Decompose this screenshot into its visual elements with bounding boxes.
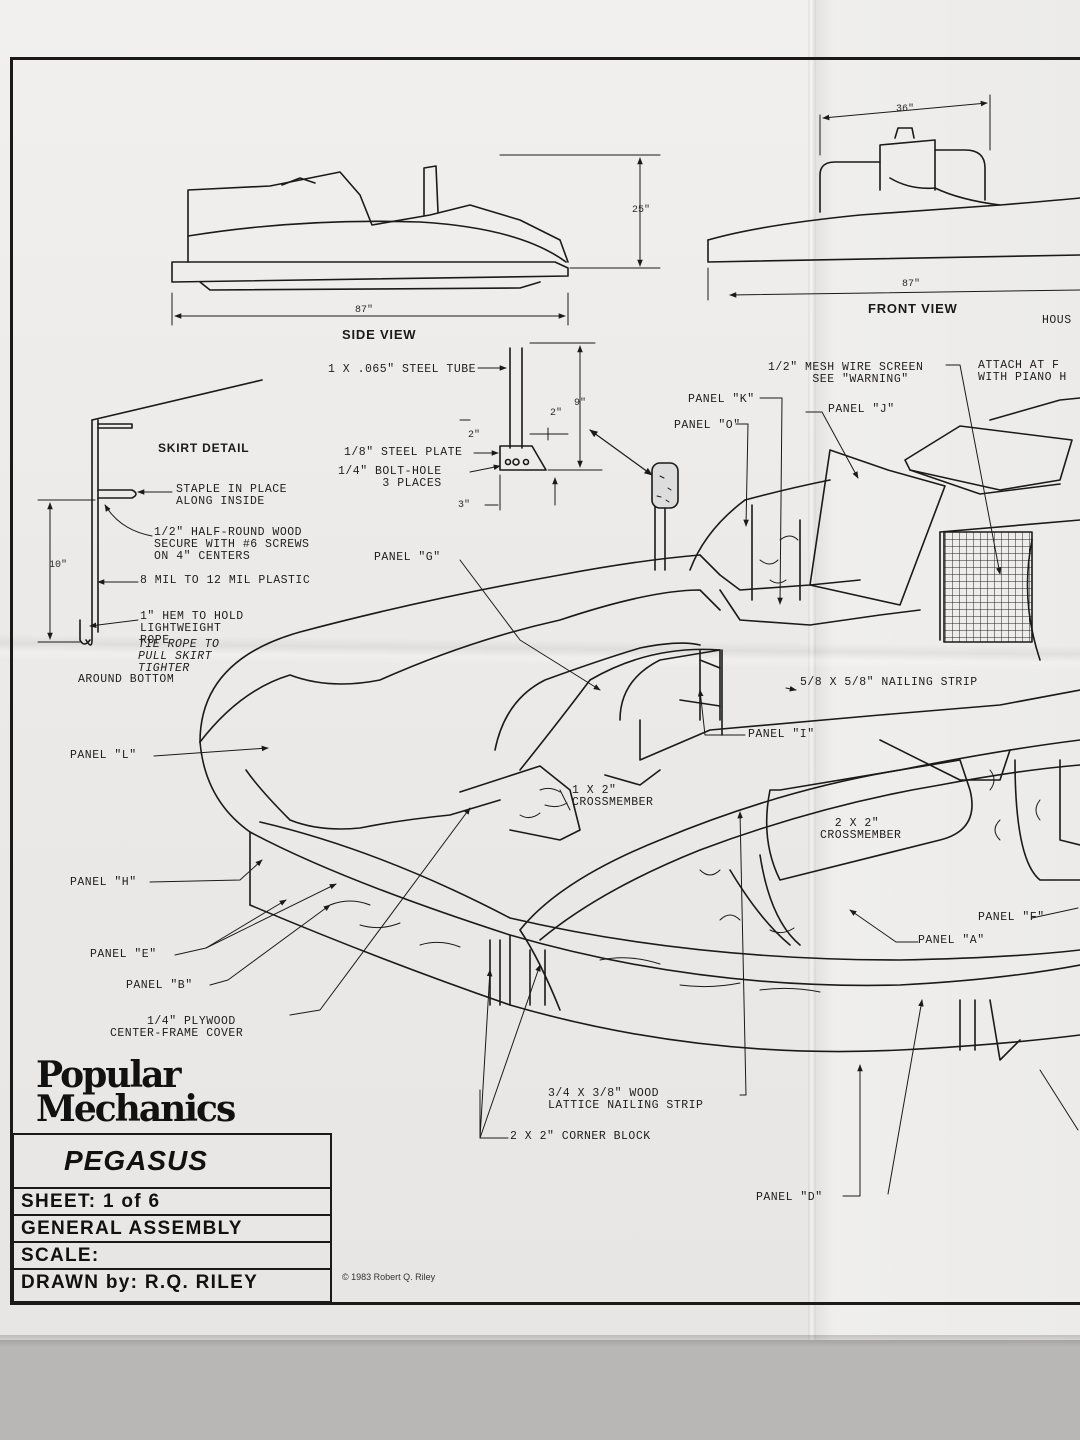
hull-isometric-drawing: [199, 397, 1080, 1061]
wood-grain: [329, 535, 1041, 993]
label-panel-k: PANEL "K": [688, 393, 755, 406]
sheet-shadow: [0, 1335, 1080, 1347]
label-steel-tube: 1 X .065" STEEL TUBE: [328, 363, 477, 376]
drawn-by-row: DRAWN by: R.Q. RILEY: [14, 1268, 330, 1295]
project-name: PEGASUS: [64, 1145, 208, 1176]
label-panel-h: PANEL "H": [70, 876, 137, 889]
label-hem: 1" HEM TO HOLD LIGHTWEIGHT ROPE: [140, 610, 244, 647]
label-nailing-strip: 5/8 X 5/8" NAILING STRIP: [800, 676, 978, 689]
label-corner-block: 2 X 2" CORNER BLOCK: [510, 1130, 651, 1143]
label-plywood: 1/4" PLYWOOD CENTER-FRAME COVER: [110, 1015, 244, 1040]
label-half-round: 1/2" HALF-ROUND WOOD SECURE WITH #6 SCRE…: [154, 526, 310, 563]
tube-height-dim: 9": [574, 398, 587, 409]
skirt-detail-title: SKIRT DETAIL: [158, 441, 250, 455]
side-view-title: SIDE VIEW: [342, 327, 417, 342]
plate-2b-dim: 2": [468, 430, 481, 441]
project-name-cell: PEGASUS: [14, 1135, 330, 1189]
label-panel-g: PANEL "G": [374, 551, 441, 564]
front-top-dim: 36": [896, 104, 915, 115]
scale-label: SCALE:: [21, 1245, 100, 1266]
label-hous: HOUS: [1042, 314, 1072, 327]
label-attach: ATTACH AT F WITH PIANO H: [978, 359, 1067, 384]
sheet-row: SHEET: 1 of 6: [14, 1187, 330, 1216]
plate-3-dim: 3": [458, 500, 471, 511]
skirt-detail-drawing: [37, 379, 263, 646]
sheet-number: SHEET: 1 of 6: [21, 1191, 161, 1212]
copyright-notice: © 1983 Robert Q. Riley: [342, 1272, 436, 1282]
label-panel-o: PANEL "O": [674, 419, 741, 432]
front-view-title: FRONT VIEW: [868, 301, 958, 316]
logo-line-1: Popular: [36, 1054, 181, 1096]
label-crossmember-1x2: 1 X 2" CROSSMEMBER: [572, 784, 654, 809]
drawing-border: [10, 57, 1080, 1305]
side-view-drawing: [171, 154, 661, 326]
label-bolt-hole: 1/4" BOLT-HOLE 3 PLACES: [338, 465, 442, 490]
label-around-bottom: AROUND BOTTOM: [78, 673, 175, 686]
title-block: PEGASUS SHEET: 1 of 6 GENERAL ASSEMBLY S…: [12, 1133, 332, 1303]
logo-line-2: Mechanics: [36, 1088, 236, 1130]
vertical-fold: [808, 0, 816, 1340]
plate-2a-dim: 2": [550, 408, 563, 419]
sheet-right-panel: [812, 0, 1080, 1340]
drawn-by: DRAWN by: R.Q. RILEY: [21, 1272, 259, 1293]
label-plastic: 8 MIL TO 12 MIL PLASTIC: [140, 574, 311, 587]
label-staple: STAPLE IN PLACE ALONG INSIDE: [176, 483, 288, 508]
skirt-height-dim: 10": [49, 560, 68, 571]
label-panel-e: PANEL "E": [90, 948, 157, 961]
label-crossmember-2x2: 2 X 2" CROSSMEMBER: [820, 817, 902, 842]
front-width-dim: 87": [902, 279, 921, 290]
label-panel-i: PANEL "I": [748, 728, 815, 741]
label-panel-d: PANEL "D": [756, 1191, 823, 1204]
steel-tube-detail-drawing: [469, 342, 653, 511]
scale-row: SCALE:: [14, 1241, 330, 1270]
assembly-row: GENERAL ASSEMBLY: [14, 1214, 330, 1243]
label-panel-b: PANEL "B": [126, 979, 193, 992]
label-mesh: 1/2" MESH WIRE SCREEN SEE "WARNING": [768, 361, 924, 386]
popular-mechanics-logo: Popular Mechanics: [36, 1054, 236, 1130]
height-dim: 25": [632, 205, 651, 216]
drawing-title: GENERAL ASSEMBLY: [21, 1218, 243, 1239]
leader-lines: [149, 364, 1079, 1197]
side-length-dim: 87": [355, 305, 374, 316]
label-panel-a: PANEL "A": [918, 934, 985, 947]
front-view-drawing: [707, 94, 1080, 301]
label-panel-j: PANEL "J": [828, 403, 895, 416]
label-tie-rope: TIE ROPE TO PULL SKIRT TIGHTER: [138, 638, 220, 675]
label-steel-plate: 1/8" STEEL PLATE: [344, 446, 463, 459]
label-panel-l: PANEL "L": [70, 749, 137, 762]
label-panel-f: PANEL "F": [978, 911, 1045, 924]
label-lattice: 3/4 X 3/8" WOOD LATTICE NAILING STRIP: [548, 1087, 704, 1112]
